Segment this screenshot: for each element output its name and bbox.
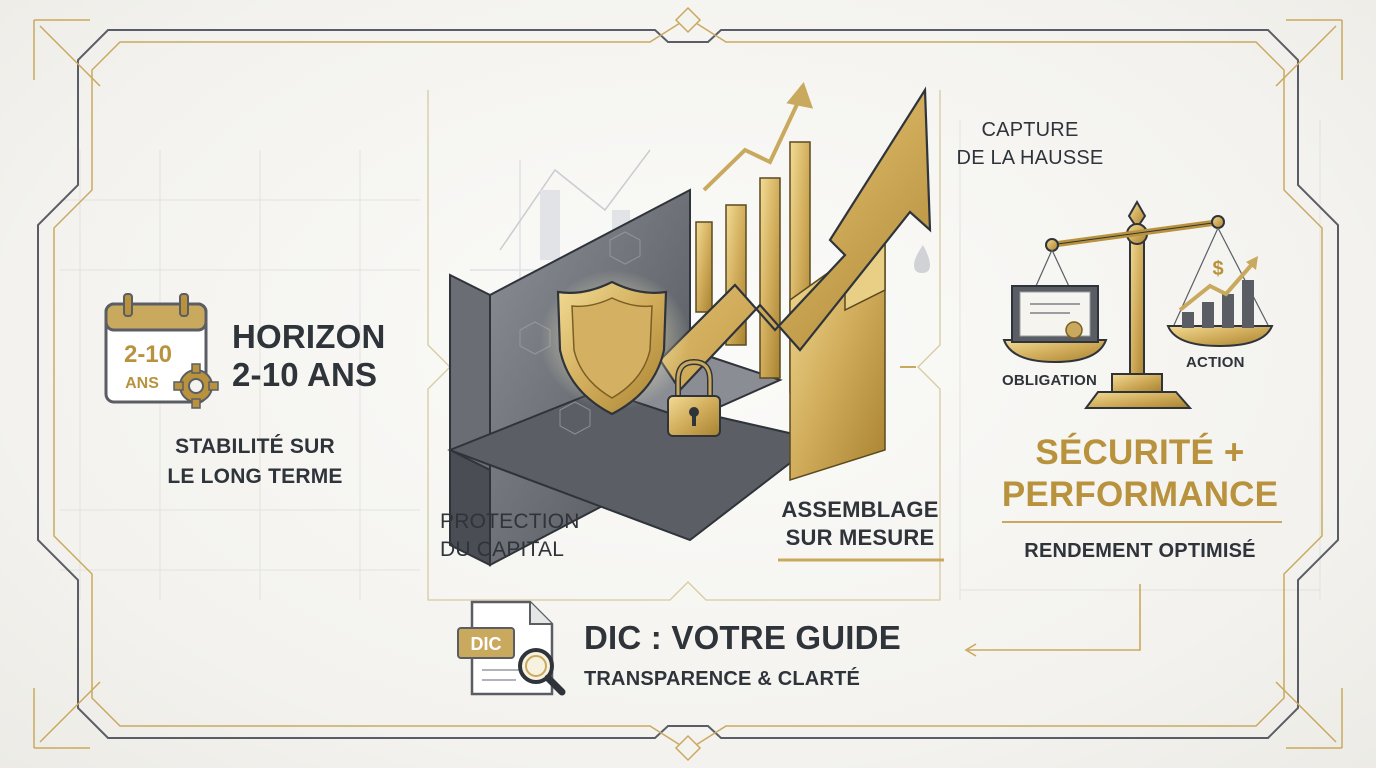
action-label: ACTION: [1186, 354, 1245, 371]
horizon-title: HORIZON 2-10 ANS: [232, 318, 386, 393]
security-performance-title: SÉCURITÉ + PERFORMANCE: [1001, 433, 1279, 514]
obligation-label: OBLIGATION: [1002, 372, 1098, 389]
protection-label: PROTECTION DU CAPITAL: [440, 510, 580, 561]
rendement-label: RENDEMENT OPTIMISÉ: [1024, 540, 1256, 562]
dic-subtitle: TRANSPARENCE & CLARTÉ: [584, 668, 861, 690]
dic-title: DIC : VOTRE GUIDE: [584, 619, 901, 656]
capture-label: CAPTURE DE LA HAUSSE: [956, 119, 1104, 169]
assemblage-label: ASSEMBLAGE SUR MESURE: [781, 497, 939, 550]
stability-text: STABILITÉ SUR LE LONG TERME: [167, 435, 343, 488]
background-grid: [60, 120, 1321, 600]
